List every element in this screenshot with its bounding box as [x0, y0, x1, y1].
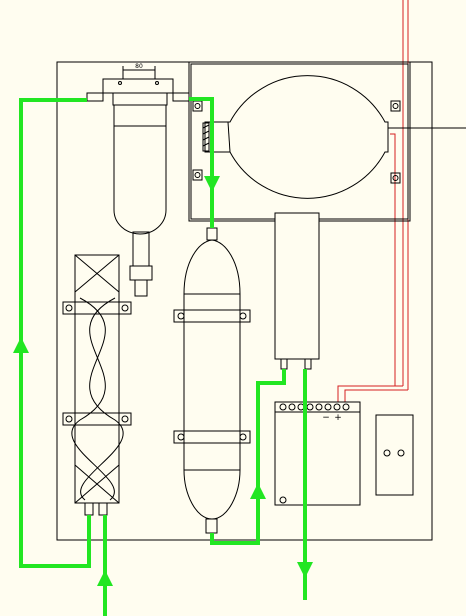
top-filter: 80	[86, 63, 190, 297]
sensor-enclosure	[188, 61, 411, 370]
round-sensor-body	[204, 75, 389, 199]
arrow-down-icon	[297, 562, 313, 578]
power-wires	[337, 0, 466, 402]
capsule-tank	[173, 227, 251, 534]
side-connector-box	[375, 414, 414, 496]
dimension-label: 80	[135, 63, 143, 70]
arrow-down-icon	[204, 176, 220, 192]
sensor-cylinder	[274, 212, 320, 360]
terminal-plus-label: +	[334, 413, 342, 423]
terminal-module: − +	[274, 401, 361, 506]
coil-column	[62, 254, 132, 516]
enclosure-screw	[192, 100, 401, 184]
arrow-up-icon	[250, 483, 266, 499]
flow-path	[19, 97, 307, 616]
flow-arrows	[13, 176, 313, 586]
terminal-minus-label: −	[322, 413, 330, 423]
arrow-up-icon	[13, 337, 29, 353]
arrow-up-icon	[97, 570, 113, 586]
terminal-screws	[279, 403, 350, 411]
